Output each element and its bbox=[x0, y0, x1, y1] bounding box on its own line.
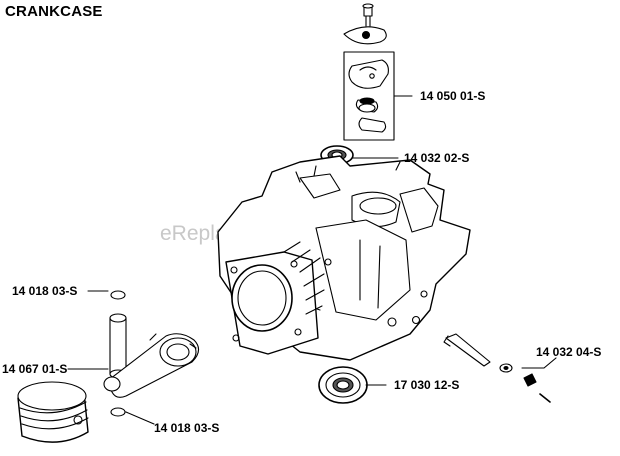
part-label-retaining-ring-top: 14 018 03-S bbox=[12, 284, 77, 298]
part-label-gasket-kit: 14 050 01-S bbox=[420, 89, 485, 103]
part-label-connecting-rod: 14 067 01-S bbox=[2, 362, 67, 376]
part-label-drain-plug: 14 032 04-S bbox=[536, 345, 601, 359]
connecting-rod bbox=[103, 333, 200, 398]
diagram-title: CRANKCASE bbox=[5, 3, 103, 20]
part-label-oil-seal-top: 14 032 02-S bbox=[404, 151, 469, 165]
drain-plug bbox=[499, 363, 551, 403]
gasket-kit-box bbox=[343, 51, 395, 141]
oil-seal-bottom bbox=[318, 366, 368, 404]
breather-plate bbox=[343, 26, 387, 45]
part-label-retaining-ring-bottom: 14 018 03-S bbox=[154, 421, 219, 435]
retaining-ring-top bbox=[110, 290, 126, 300]
part-label-oil-seal-bottom: 17 030 12-S bbox=[394, 378, 459, 392]
piston bbox=[17, 381, 89, 443]
cylinder-face bbox=[225, 241, 325, 355]
breather-bolt bbox=[362, 3, 374, 27]
leader-lines bbox=[67, 95, 557, 425]
retaining-ring-bottom bbox=[110, 407, 126, 417]
guide-rod bbox=[443, 333, 491, 367]
